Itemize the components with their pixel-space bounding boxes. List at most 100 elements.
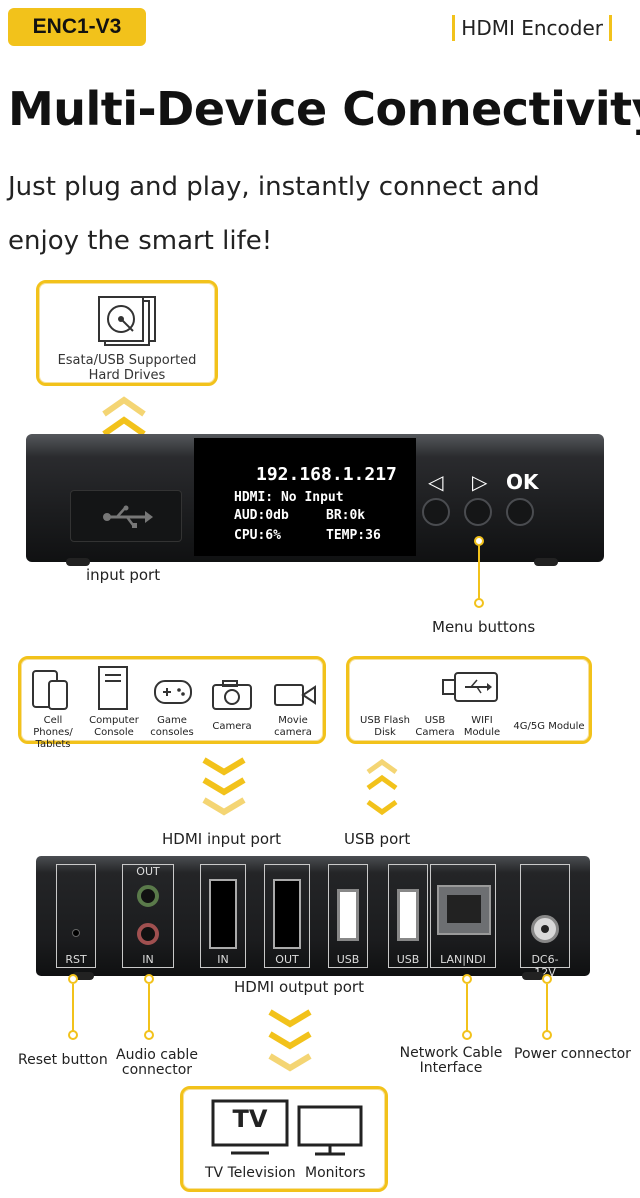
usb-port-cover[interactable] [70, 490, 182, 542]
usb2-port[interactable] [397, 889, 419, 941]
screen-cpu: CPU:6% [234, 528, 281, 543]
camera-icon [212, 680, 252, 710]
usb-camera-label: USB Camera [411, 715, 459, 739]
wifi-module-line2: Module [463, 727, 501, 738]
subline-2: enjoy the smart life! [8, 226, 273, 256]
arrow-down-output-icon [268, 1009, 312, 1072]
brand-title: HDMI Encoder [446, 12, 618, 44]
brand-bar-right [609, 15, 612, 41]
reset-button-label: Reset button [18, 1052, 108, 1068]
source-phones-line1: Cell Phones/ [33, 715, 73, 738]
right-button[interactable] [464, 498, 492, 526]
lan-frame: LAN|NDI [430, 864, 496, 968]
gamepad-icon [154, 680, 192, 704]
menu-callout-line [478, 546, 480, 600]
power-connector-label: Power connector [514, 1046, 631, 1062]
hdmi-output-port-label: HDMI output port [234, 978, 364, 996]
input-port-label: input port [86, 566, 161, 584]
source-game-line2: consoles [150, 727, 194, 738]
usb-flash-line1: USB Flash [360, 715, 410, 726]
dc-jack[interactable] [531, 915, 559, 943]
computer-tower-icon [98, 666, 128, 710]
arrow-updown-chevrons-icon [366, 758, 398, 816]
hdmi-out-label: OUT [275, 953, 299, 966]
usb-stick-icon [442, 672, 498, 702]
source-movie-label: Movie camera [265, 715, 321, 739]
source-phones-label: Cell Phones/ Tablets [23, 715, 83, 751]
audio-callout-dot [144, 1030, 154, 1040]
source-computer-line1: Computer [89, 715, 139, 726]
source-game-line1: Game [157, 715, 187, 726]
hdmi-out-port[interactable] [273, 879, 301, 949]
storage-label-line2: Hard Drives [88, 368, 166, 383]
source-phones-line2: Tablets [35, 739, 71, 750]
network-callout-dot [462, 1030, 472, 1040]
screen-bitrate: BR:0k [326, 508, 366, 523]
hdmi-out-frame: OUT [264, 864, 310, 968]
wifi-module-line1: WIFI [471, 715, 493, 726]
audio-frame: OUT IN [122, 864, 174, 968]
source-computer-label: Computer Console [85, 715, 143, 739]
network-interface-line1: Network Cable [399, 1045, 503, 1061]
model-badge: ENC1-V3 [8, 8, 146, 46]
arrow-down-chevrons-icon [202, 757, 246, 816]
storage-label-line1: Esata/USB Supported [57, 353, 197, 368]
left-arrow-glyph: ◁ [428, 470, 444, 494]
cellular-module-label: 4G/5G Module [513, 721, 585, 732]
menu-callout-dot-bottom [474, 598, 484, 608]
screen-hdmi-status: HDMI: No Input [234, 490, 344, 505]
subline-1: Just plug and play, instantly connect an… [8, 172, 540, 202]
usb-icon [103, 505, 153, 528]
video-camera-icon [274, 684, 316, 706]
phone-tablet-icon [32, 670, 68, 710]
network-interface-line2: Interface [419, 1060, 483, 1076]
audio-connector-label: Audio cable connector [112, 1048, 202, 1078]
storage-box: Esata/USB Supported Hard Drives [36, 280, 218, 386]
source-movie-line1: Movie [278, 715, 308, 726]
monitor-label: Monitors [305, 1165, 366, 1181]
rst-frame: RST [56, 864, 96, 968]
output-box: TV TV Television Monitors [180, 1086, 388, 1192]
audio-in-label: IN [142, 953, 154, 966]
menu-buttons-label: Menu buttons [432, 618, 536, 636]
oled-screen: 192.168.1.217 HDMI: No Input AUD:0db BR:… [194, 438, 416, 556]
device-foot-right [534, 558, 558, 566]
device-front-panel: 192.168.1.217 HDMI: No Input AUD:0db BR:… [26, 434, 604, 562]
hdmi-in-port[interactable] [209, 879, 237, 949]
network-callout-line [466, 984, 468, 1032]
left-button[interactable] [422, 498, 450, 526]
audio-out-jack[interactable] [137, 885, 159, 907]
brand-bar-left [452, 15, 456, 41]
wifi-module-label: WIFI Module [459, 715, 505, 739]
network-callout-dot-top [462, 974, 472, 984]
reset-callout-dot [68, 1030, 78, 1040]
tv-label: TV Television [205, 1165, 296, 1181]
usb-camera-line2: Camera [415, 727, 455, 738]
monitor-icon [297, 1105, 363, 1156]
ok-button[interactable] [506, 498, 534, 526]
tv-glyph: TV [232, 1105, 268, 1133]
usb2-frame: USB [388, 864, 428, 968]
usb1-port[interactable] [337, 889, 359, 941]
audio-callout-line [148, 984, 150, 1032]
hdmi-input-port-label: HDMI input port [162, 830, 282, 848]
screen-audio: AUD:0db [234, 508, 289, 523]
audio-callout-dot-top [144, 974, 154, 984]
reset-pinhole[interactable] [72, 929, 80, 937]
rst-label: RST [65, 953, 87, 966]
audio-in-jack[interactable] [137, 923, 159, 945]
usb-port-label: USB port [344, 830, 411, 848]
usb-camera-line1: USB [424, 715, 446, 726]
audio-connector-line1: Audio cable [116, 1047, 198, 1063]
power-callout-dot [542, 1030, 552, 1040]
device-rear-panel: RST OUT IN IN OUT USB USB LAN|NDI DC6-12… [36, 856, 590, 979]
ok-glyph: OK [506, 470, 539, 494]
usb-sources-box: USB Flash Disk USB Camera WIFI Module 4G… [346, 656, 592, 744]
storage-label: Esata/USB Supported Hard Drives [39, 353, 215, 383]
usb2-label: USB [396, 953, 420, 966]
lan-port[interactable] [437, 885, 491, 935]
dc-pin [541, 925, 549, 933]
hard-drive-icon [98, 296, 156, 346]
source-game-label: Game consoles [145, 715, 199, 739]
tv-icon [211, 1099, 289, 1155]
